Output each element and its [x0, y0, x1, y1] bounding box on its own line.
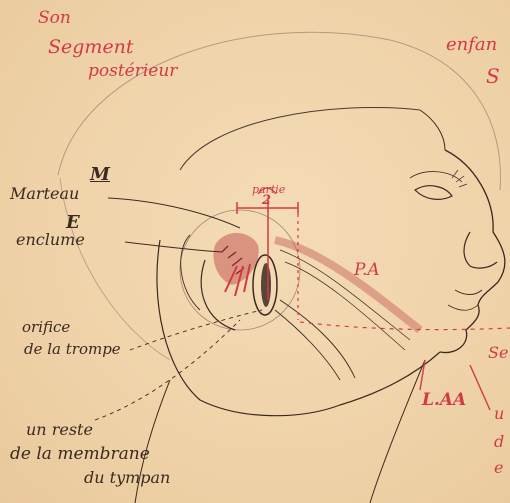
label-partie-number: 2	[262, 194, 271, 208]
label-top-left-line3: postérieur	[88, 63, 177, 81]
label-laa: L.AA	[422, 392, 466, 410]
leader-enclume	[125, 242, 222, 252]
label-enclume: enclume	[16, 232, 85, 249]
label-right-edge-4: e	[494, 460, 503, 477]
label-top-right-line2: S	[486, 66, 500, 87]
eye-lashes	[452, 170, 467, 187]
label-right-edge-1: Se	[488, 345, 508, 362]
face-profile	[440, 150, 505, 353]
label-pa: P.A	[354, 262, 380, 280]
label-m-letter: M	[90, 166, 110, 185]
jaw-line	[157, 240, 440, 416]
leader-membrane	[95, 320, 240, 420]
mouth	[455, 290, 482, 295]
eye	[415, 186, 452, 200]
ear-back-curve	[181, 235, 200, 310]
label-orifice-line2: de la trompe	[24, 342, 121, 358]
label-top-left-line2: Segment	[48, 38, 134, 58]
forehead-line	[420, 110, 445, 150]
lower-lip	[448, 305, 478, 310]
label-orifice-line1: orifice	[22, 320, 70, 336]
tympanic-inner	[261, 263, 271, 307]
muscle-lines	[275, 300, 355, 380]
ossicle-mass	[214, 233, 259, 285]
head-back	[180, 108, 420, 171]
label-top-right-line1: enfan	[446, 36, 497, 55]
label-top-left-line1: Son	[38, 10, 71, 28]
label-membrane-line2: de la membrane	[10, 446, 150, 464]
label-membrane-line3: du tympan	[84, 470, 170, 487]
label-right-edge-2: u	[494, 406, 504, 423]
neck-outline-back	[60, 178, 170, 360]
label-marteau: Marteau	[10, 186, 79, 203]
eyebrow	[410, 172, 462, 182]
label-right-edge-3: d	[494, 434, 504, 451]
nose	[464, 232, 497, 268]
label-membrane-line1: un reste	[26, 422, 93, 439]
tube-band	[275, 240, 420, 330]
